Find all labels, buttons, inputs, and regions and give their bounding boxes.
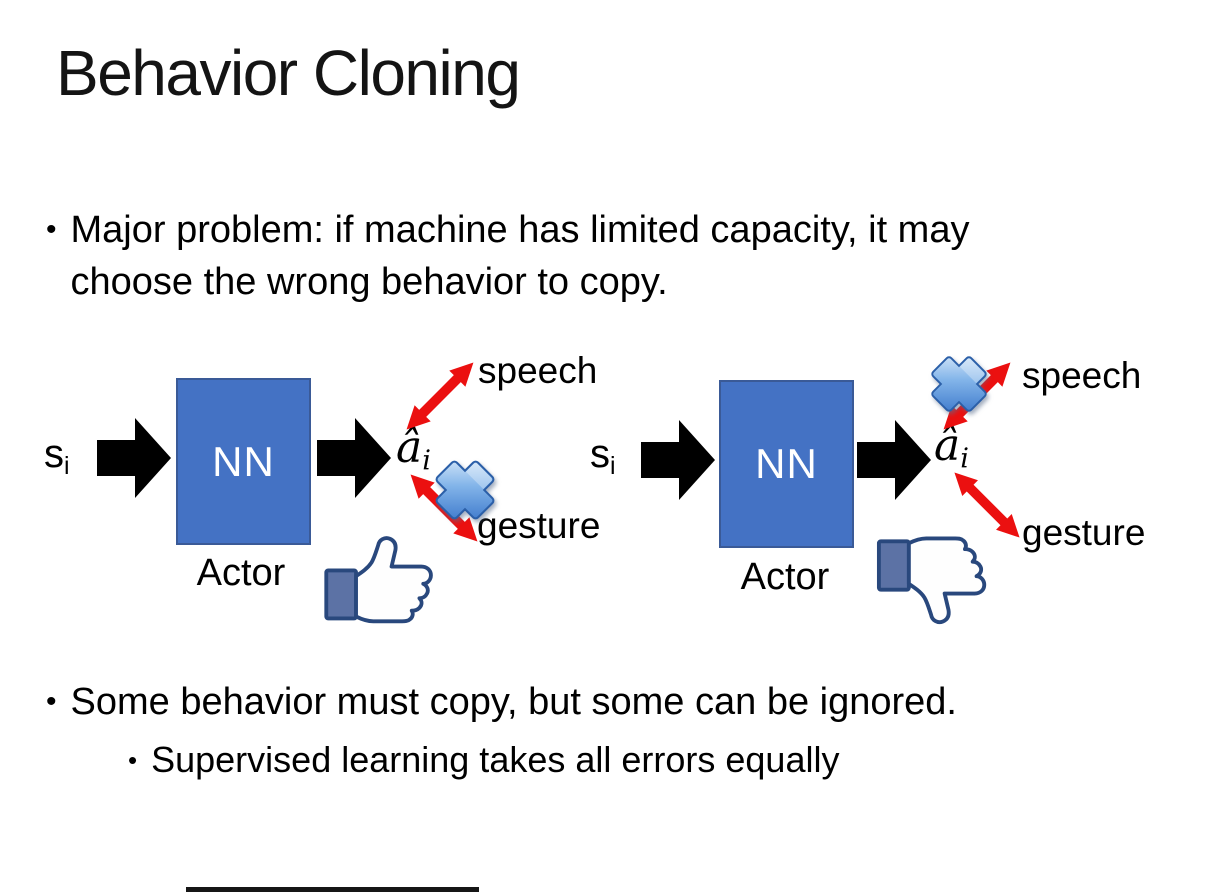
- left-speech-label: speech: [478, 350, 598, 391]
- right-speech-label: speech: [1022, 355, 1142, 396]
- bullet-major-problem-text: Major problem: if machine has limited ca…: [70, 209, 970, 303]
- right-input-state-label: si: [590, 432, 616, 480]
- bullet-supervised-learning: • Supervised learning takes all errors e…: [128, 736, 1128, 784]
- left-input-state-label: si: [44, 432, 70, 480]
- bullet-major-problem: • Major problem: if machine has limited …: [46, 204, 1076, 308]
- left-actor-label: Actor: [196, 552, 286, 594]
- bullet-dot: •: [46, 213, 57, 246]
- bullet-some-behavior-text: Some behavior must copy, but some can be…: [70, 681, 957, 723]
- left-output-action-label: âi: [396, 422, 431, 477]
- left-input-arrow-icon: [97, 418, 171, 498]
- right-nn-box: NN: [719, 380, 854, 548]
- bullet-supervised-learning-text: Supervised learning takes all errors equ…: [151, 739, 840, 780]
- left-blue-cross-icon: [431, 456, 499, 524]
- clipped-content-bottom-edge: [186, 887, 479, 892]
- left-output-arrow-icon: [317, 418, 391, 498]
- left-nn-box: NN: [176, 378, 311, 545]
- right-nn-label: NN: [755, 440, 818, 487]
- bullet-some-behavior: • Some behavior must copy, but some can …: [46, 676, 1166, 728]
- bullet-dot: •: [46, 685, 57, 718]
- thumbs-down-icon: [876, 536, 987, 625]
- left-gesture-label: gesture: [477, 505, 601, 546]
- bullet-dot: •: [128, 745, 138, 775]
- left-nn-label: NN: [212, 437, 275, 485]
- slide-title: Behavior Cloning: [56, 37, 521, 109]
- right-actor-label: Actor: [740, 556, 830, 598]
- right-input-arrow-icon: [641, 420, 715, 500]
- right-gesture-label: gesture: [1022, 512, 1146, 553]
- thumbs-up-icon: [324, 536, 433, 624]
- right-output-arrow-icon: [857, 420, 931, 500]
- right-blue-cross-icon: [927, 352, 991, 416]
- right-output-action-label: âi: [934, 420, 969, 475]
- left-speech-double-arrow-icon: [406, 362, 474, 430]
